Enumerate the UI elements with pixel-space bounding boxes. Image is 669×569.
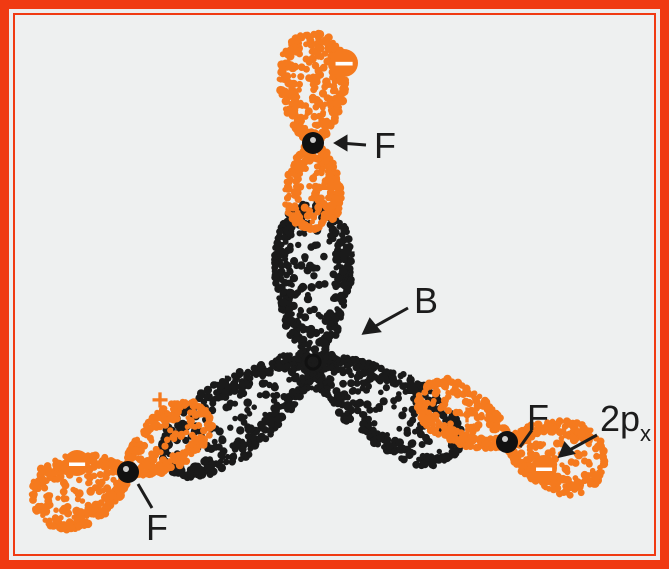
sign-center-right: + xyxy=(399,364,421,406)
sign-right-outer: − xyxy=(535,451,554,487)
label-2px: 2px xyxy=(600,398,651,446)
orbital-lobes xyxy=(29,30,609,534)
label-f-left: F xyxy=(146,507,168,548)
sign-top-outer: − xyxy=(334,45,354,83)
fluorine-right-outer-lobe xyxy=(504,417,608,498)
arrow-b xyxy=(372,308,408,328)
fluorine-nucleus-left xyxy=(117,461,139,483)
sign-top-inner: + xyxy=(320,167,341,208)
sign-left-inner: + xyxy=(151,384,169,417)
label-2px-main: 2p xyxy=(600,398,640,439)
label-f-right: F xyxy=(527,397,549,438)
label-f-top: F xyxy=(374,125,396,166)
fluorine-nucleus-right xyxy=(496,431,518,453)
label-b: B xyxy=(414,280,438,321)
sign-center-top: + xyxy=(334,233,356,275)
sign-center-left: + xyxy=(216,365,238,407)
sign-left-outer: − xyxy=(68,446,87,482)
arrow-f-left xyxy=(138,484,152,508)
sign-right-inner: + xyxy=(458,399,476,432)
label-2px-subscript: x xyxy=(640,421,651,446)
